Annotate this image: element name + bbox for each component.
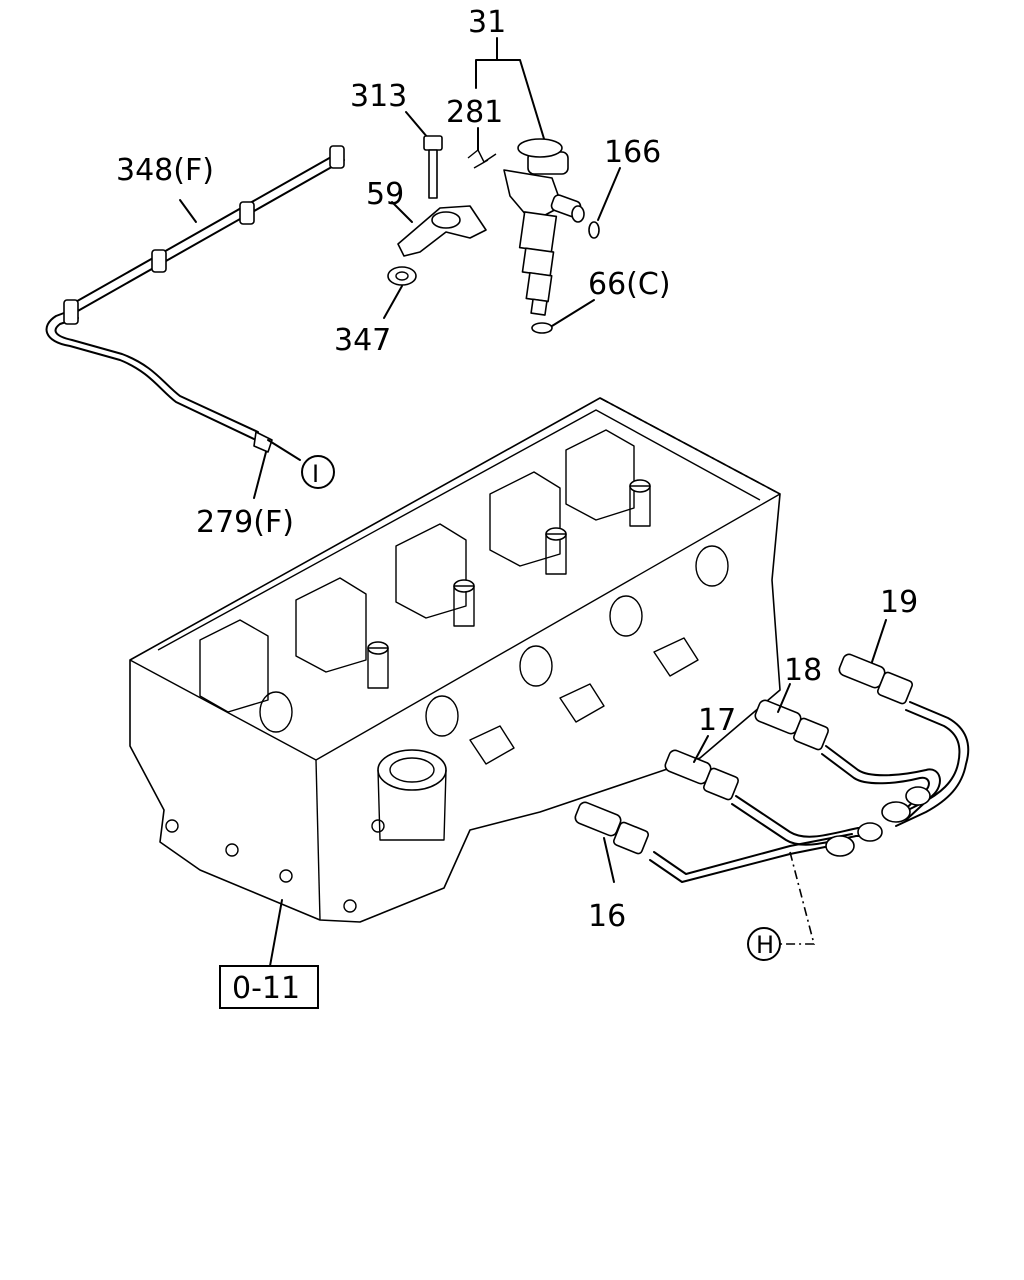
callout-66c: 66(C) [588, 267, 671, 302]
o-ring-166 [588, 221, 600, 239]
injector-assembly [475, 37, 585, 316]
leak-off-pipe-348f [45, 145, 345, 441]
callout-16: 16 [588, 899, 626, 934]
injection-pipes [574, 619, 970, 945]
gasket-66c [531, 322, 553, 334]
marker-i-circle [301, 455, 335, 489]
clip-279f [253, 431, 301, 499]
bolt-313 [405, 111, 443, 199]
callout-59: 59 [366, 177, 404, 212]
reference-box [219, 965, 319, 1009]
callout-348f: 348(F) [116, 153, 214, 188]
callout-166: 166 [604, 135, 661, 170]
clip-281 [467, 149, 497, 169]
callout-313: 313 [350, 79, 407, 114]
marker-i-label: I [312, 460, 319, 488]
clamp-59 [391, 201, 487, 257]
callout-17: 17 [698, 703, 736, 738]
reference-box-label: 0-11 [232, 971, 300, 1006]
marker-h-circle [747, 927, 781, 961]
callout-347: 347 [334, 323, 391, 358]
callout-281: 281 [446, 95, 503, 130]
washer-347 [383, 266, 417, 319]
marker-h-label: H [756, 931, 774, 959]
cylinder-head [129, 397, 781, 923]
callout-19: 19 [880, 585, 918, 620]
callout-18: 18 [784, 653, 822, 688]
callout-31: 31 [468, 5, 506, 40]
callout-279f: 279(F) [196, 505, 294, 540]
